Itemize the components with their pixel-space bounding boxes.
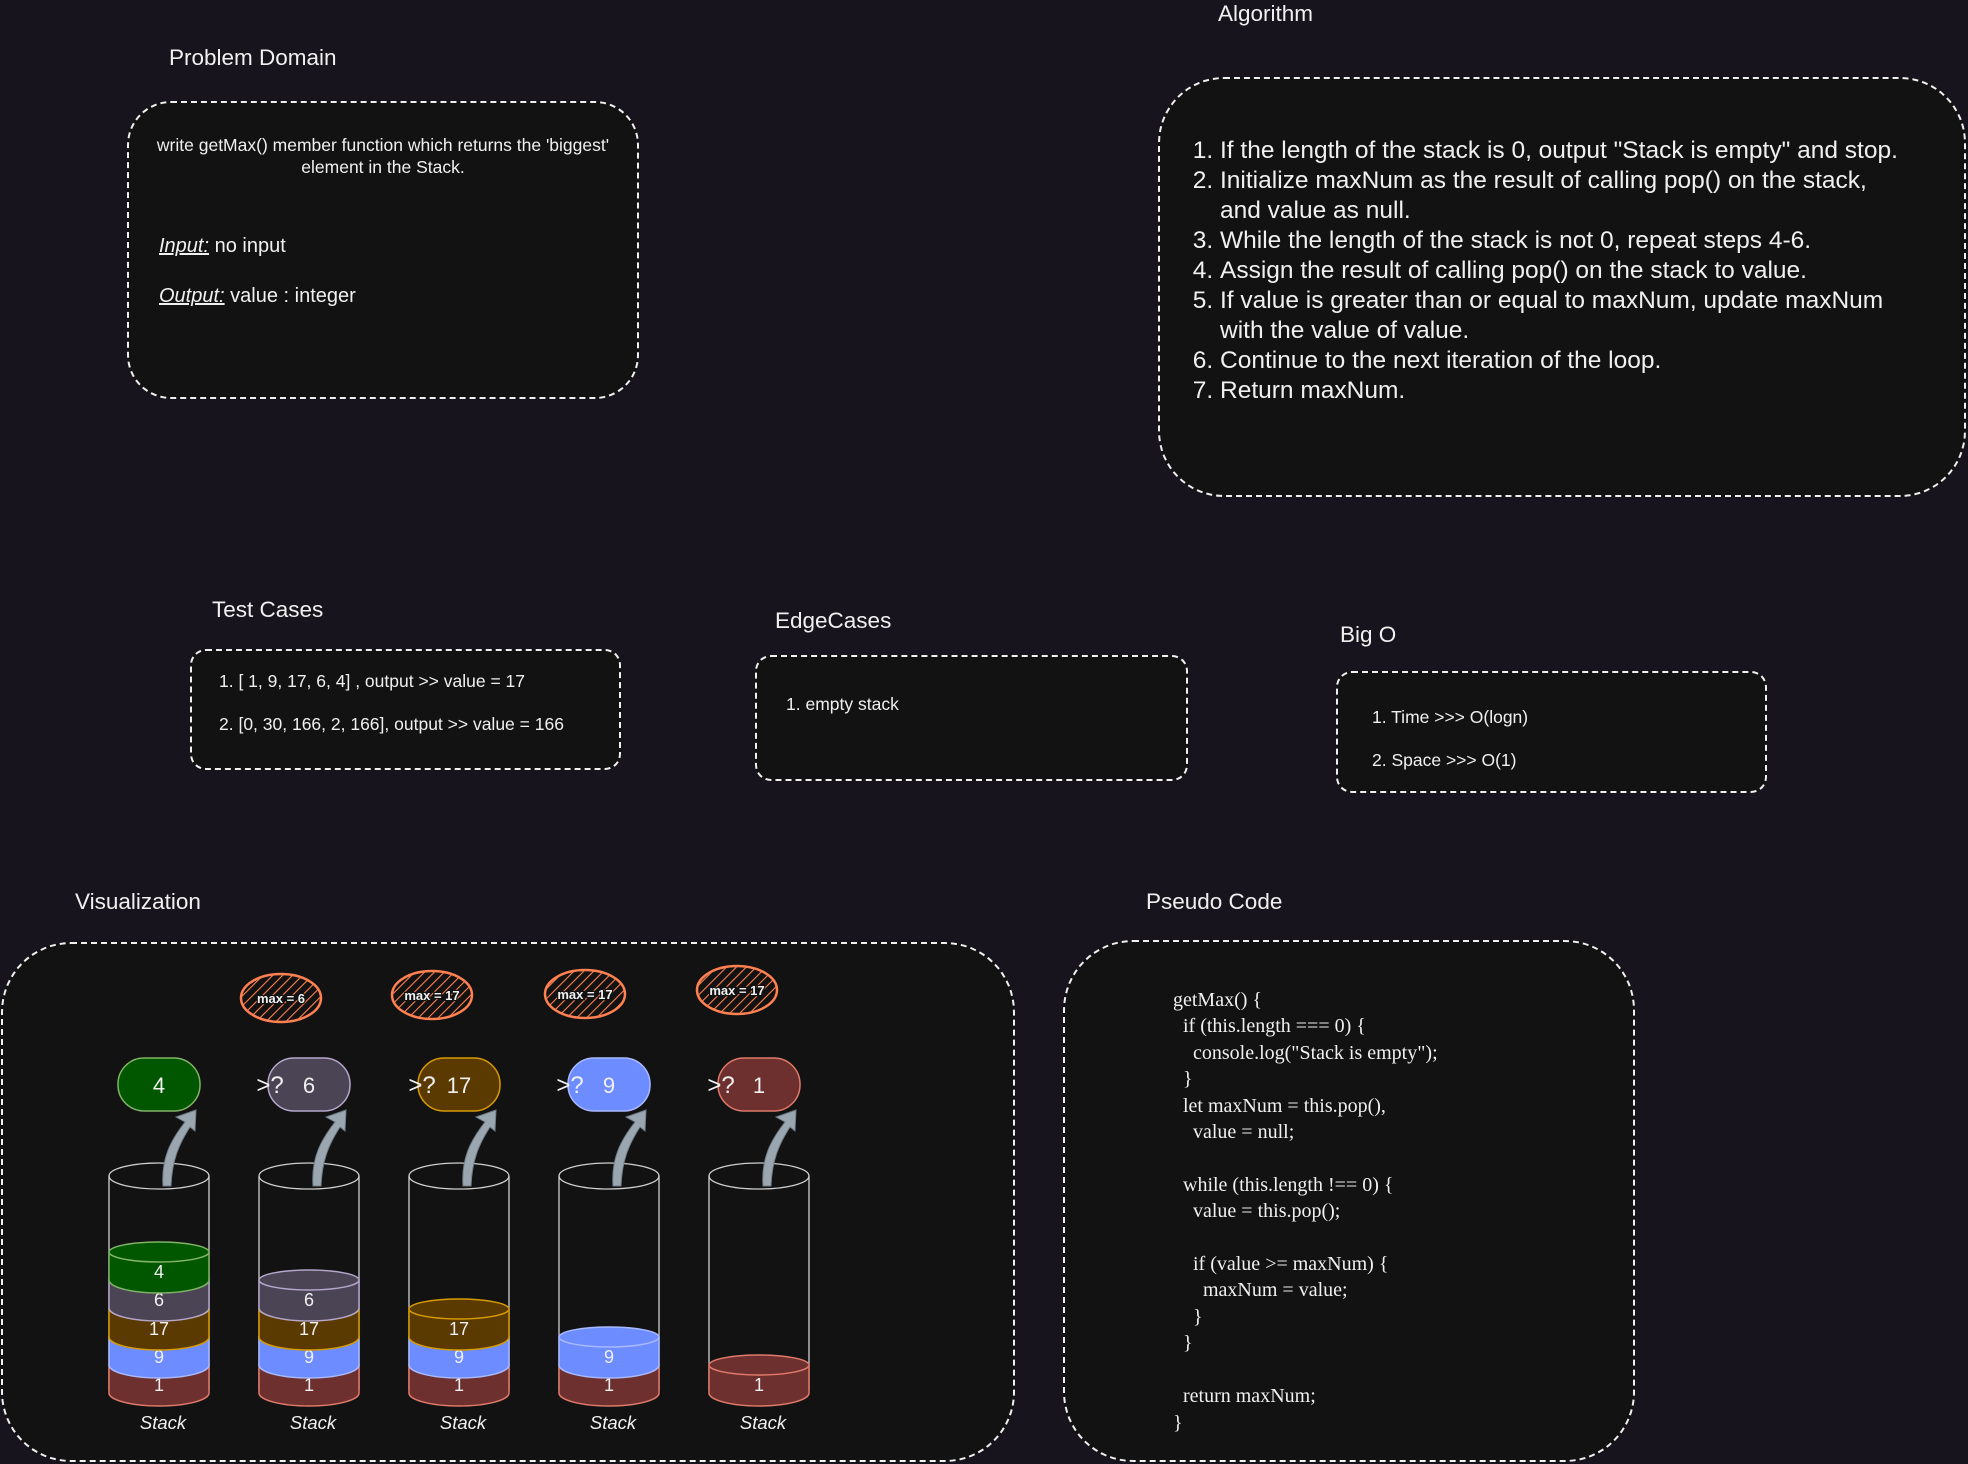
algorithm-step: Initialize maxNum as the result of calli… <box>1220 166 1900 226</box>
stack-segment-top <box>108 1241 210 1263</box>
compare-operator: >? <box>556 1072 583 1099</box>
stack-cylinder-top <box>408 1162 510 1190</box>
stack-segment <box>708 1364 810 1407</box>
pop-arrow <box>762 1109 797 1187</box>
stack-segment-value: 17 <box>299 1319 319 1339</box>
max-label-blob <box>543 968 627 1020</box>
test-case-item: 1. [ 1, 9, 17, 6, 4] , output >> value =… <box>219 671 525 691</box>
problem-description: write getMax() member function which ret… <box>129 134 637 178</box>
visualization-title: Visualization <box>75 889 201 914</box>
stack-segment-value: 9 <box>604 1347 614 1367</box>
algorithm-step: Continue to the next iteration of the lo… <box>1220 346 1900 376</box>
stack-segment-value: 6 <box>304 1290 314 1310</box>
stack-cylinder-top <box>108 1162 210 1190</box>
popped-node-value: 9 <box>603 1073 615 1098</box>
max-label-blob <box>390 969 474 1021</box>
max-label-blob <box>239 972 323 1024</box>
stack-segment <box>108 1251 210 1294</box>
pop-arrow <box>612 1109 647 1187</box>
input-value: no input <box>209 235 286 257</box>
pop-arrow <box>162 1109 197 1187</box>
compare-operator: >? <box>408 1072 435 1099</box>
pop-arrow <box>312 1109 347 1187</box>
algorithm-step: If the length of the stack is 0, output … <box>1220 136 1900 166</box>
popped-node-value: 4 <box>153 1073 165 1098</box>
compare-operator: >? <box>707 1072 734 1099</box>
stack-cylinder-top <box>558 1162 660 1190</box>
stack-label: Stack <box>140 1412 188 1433</box>
stack-segment-top <box>708 1354 810 1376</box>
stack-segment-top <box>558 1326 660 1348</box>
algorithm-box: If the length of the stack is 0, output … <box>1158 77 1966 497</box>
stack-segment-top <box>258 1269 360 1291</box>
stack-segment-value: 1 <box>154 1375 164 1395</box>
algorithm-step: If value is greater than or equal to max… <box>1220 286 1900 346</box>
max-label-text: max = 17 <box>709 983 764 998</box>
stack-segment-value: 6 <box>154 1290 164 1310</box>
stack-segment-value: 17 <box>449 1319 469 1339</box>
max-label-text: max = 17 <box>557 987 612 1002</box>
stack-segment-value: 1 <box>454 1375 464 1395</box>
stack-segment-top <box>408 1298 510 1320</box>
problem-description-line-2: element in the Stack. <box>301 157 465 177</box>
problem-description-line-1: write getMax() member function which ret… <box>156 135 610 155</box>
big-o-item: 2. Space >>> O(1) <box>1372 750 1517 770</box>
stack-segment-value: 1 <box>754 1375 764 1395</box>
stack-segment-value: 1 <box>304 1375 314 1395</box>
test-case-item: 2. [0, 30, 166, 2, 166], output >> value… <box>219 714 564 734</box>
big-o-title: Big O <box>1340 622 1397 647</box>
test-cases-title: Test Cases <box>212 597 324 622</box>
output-label: Output: <box>159 285 225 307</box>
popped-node-value: 6 <box>303 1073 315 1098</box>
input-line: Input: no input <box>159 235 286 258</box>
stack-segment-value: 9 <box>154 1347 164 1367</box>
output-value: value : integer <box>224 285 356 307</box>
stack-label: Stack <box>290 1412 338 1433</box>
big-o-box: 1. Time >>> O(logn) 2. Space >>> O(1) <box>1336 671 1767 793</box>
big-o-item: 1. Time >>> O(logn) <box>1372 707 1529 727</box>
stack-segment <box>408 1308 510 1351</box>
pseudo-code-block: getMax() { if (this.length === 0) { cons… <box>1173 989 1438 1434</box>
stack-cylinder-top <box>708 1162 810 1190</box>
stack-label: Stack <box>590 1412 638 1433</box>
edge-cases-box: 1. empty stack <box>755 655 1188 781</box>
popped-node <box>117 1057 201 1112</box>
algorithm-step: Return maxNum. <box>1220 376 1900 406</box>
output-line: Output: value : integer <box>159 285 356 308</box>
edge-case-item: 1. empty stack <box>786 694 899 714</box>
stack-label: Stack <box>440 1412 488 1433</box>
problem-domain-title: Problem Domain <box>169 45 337 70</box>
edge-cases-title: EdgeCases <box>775 608 892 633</box>
stack-segment-value: 17 <box>149 1319 169 1339</box>
max-label-text: max = 6 <box>257 991 305 1006</box>
max-label-blob <box>695 964 779 1016</box>
pseudo-code-title: Pseudo Code <box>1146 889 1283 914</box>
stack-cylinder-top <box>258 1162 360 1190</box>
max-label-text: max = 17 <box>404 988 459 1003</box>
stack-segment <box>558 1336 660 1379</box>
pop-arrow <box>462 1109 497 1187</box>
test-cases-box: 1. [ 1, 9, 17, 6, 4] , output >> value =… <box>190 649 621 770</box>
popped-node <box>567 1057 651 1112</box>
problem-domain-box: write getMax() member function which ret… <box>127 101 639 399</box>
popped-node <box>417 1057 501 1112</box>
stack-segment-value: 4 <box>154 1262 164 1282</box>
popped-node <box>717 1057 801 1112</box>
algorithm-step: While the length of the stack is not 0, … <box>1220 226 1900 256</box>
stack-segment-value: 9 <box>454 1347 464 1367</box>
popped-node-value: 17 <box>447 1073 471 1098</box>
algorithm-step: Assign the result of calling pop() on th… <box>1220 256 1900 286</box>
stack-segment-value: 9 <box>304 1347 314 1367</box>
algorithm-title: Algorithm <box>1218 1 1314 26</box>
popped-node-value: 1 <box>753 1073 765 1098</box>
stack-segment-value: 1 <box>604 1375 614 1395</box>
pseudo-code-box: getMax() { if (this.length === 0) { cons… <box>1063 940 1635 1462</box>
popped-node <box>267 1057 351 1112</box>
algorithm-steps: If the length of the stack is 0, output … <box>1190 136 1900 406</box>
input-label: Input: <box>159 235 210 257</box>
stack-segment <box>258 1279 360 1322</box>
stack-label: Stack <box>740 1412 788 1433</box>
compare-operator: >? <box>256 1072 283 1099</box>
